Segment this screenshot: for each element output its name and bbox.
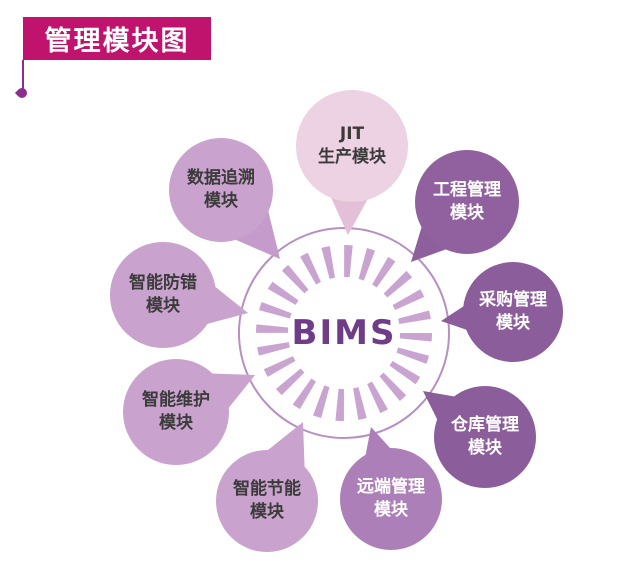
module-label-line2: 模块 (450, 203, 484, 223)
module-label-line1: 智能防错 (129, 273, 197, 294)
module-label-line2: 模块 (468, 438, 502, 458)
module-label-line1: 智能节能 (233, 479, 301, 500)
module-label-line1: 采购管理 (479, 290, 547, 311)
dashed-spoke-ring (256, 245, 432, 421)
module-label-line1: 仓库管理 (451, 415, 519, 436)
module-energy-saving: 智能节能 模块 (216, 450, 318, 552)
page-title: 管理模块图 (23, 17, 211, 60)
module-label-line2: 模块 (374, 500, 408, 520)
module-label-line1: 智能维护 (142, 390, 210, 411)
module-data-trace: 数据追溯 模块 (169, 138, 273, 242)
module-label-line1: 数据追溯 (187, 168, 255, 189)
module-remote: 远端管理 模块 (340, 448, 442, 550)
outer-ring (238, 227, 450, 439)
center-bims-label: BIMS (291, 313, 397, 353)
module-label-line2: 模块 (496, 313, 530, 333)
module-jit: JIT 生产模块 (296, 90, 408, 202)
module-maintenance: 智能维护 模块 (123, 359, 229, 465)
module-error-proofing: 智能防错 模块 (110, 242, 216, 348)
module-purchasing: 采购管理 模块 (463, 262, 563, 362)
module-label-line2: 模块 (204, 191, 238, 211)
module-label-line1: 远端管理 (357, 477, 425, 498)
module-label-line2: 模块 (250, 502, 284, 522)
module-warehouse: 仓库管理 模块 (434, 386, 536, 488)
module-label-line2: 模块 (159, 413, 193, 433)
module-label-line1: JIT (339, 124, 365, 145)
module-label-line1: 工程管理 (433, 180, 501, 201)
module-engineering: 工程管理 模块 (415, 150, 519, 254)
title-decoration-line (22, 60, 24, 89)
module-label-line2: 生产模块 (318, 147, 386, 167)
module-label-line2: 模块 (146, 296, 180, 316)
